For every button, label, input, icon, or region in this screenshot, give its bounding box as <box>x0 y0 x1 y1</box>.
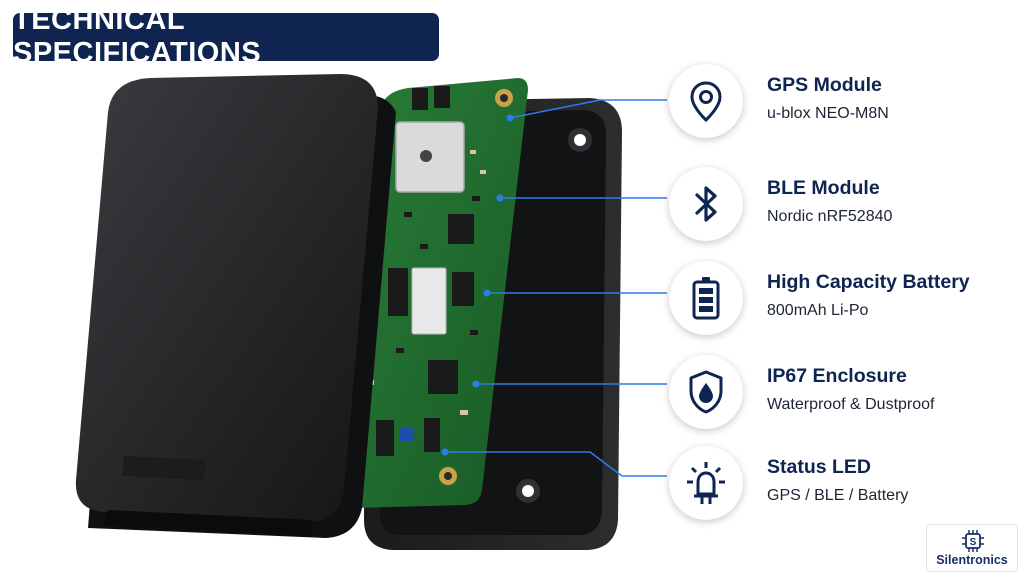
water-drop-shield-icon <box>689 370 723 414</box>
battery-icon <box>692 277 720 320</box>
spec-label: Status LED <box>767 456 872 478</box>
spec-item-led: Status LED GPS / BLE / Battery <box>669 444 1019 524</box>
brand-logo: S Silentronics <box>926 524 1018 572</box>
bluetooth-icon <box>695 186 717 222</box>
spec-icon-circle <box>669 64 743 138</box>
spec-label: High Capacity Battery <box>767 271 970 293</box>
svg-text:S: S <box>970 537 977 548</box>
spec-label: GPS Module <box>767 74 882 96</box>
spec-icon-circle <box>669 446 743 520</box>
spec-item-gps: GPS Module u-blox NEO-M8N <box>669 62 1019 142</box>
chip-logo-icon: S <box>962 530 984 552</box>
spec-value: 800mAh Li-Po <box>767 302 869 319</box>
spec-item-battery: High Capacity Battery 800mAh Li-Po <box>669 259 1019 339</box>
enclosure-lid <box>75 74 396 538</box>
brand-name: Silentronics <box>936 553 1008 567</box>
spec-label: BLE Module <box>767 177 880 199</box>
device-exploded-view <box>75 74 667 550</box>
spec-icon-circle <box>669 167 743 241</box>
location-pin-icon <box>690 81 722 123</box>
spec-value: u-blox NEO-M8N <box>767 105 889 122</box>
spec-value: GPS / BLE / Battery <box>767 487 909 504</box>
led-light-icon <box>687 462 725 504</box>
spec-label: IP67 Enclosure <box>767 365 907 387</box>
spec-icon-circle <box>669 355 743 429</box>
spec-value: Waterproof & Dustproof <box>767 396 935 413</box>
spec-icon-circle <box>669 261 743 335</box>
spec-item-enclosure: IP67 Enclosure Waterproof & Dustproof <box>669 353 1019 433</box>
connector-lines <box>441 99 667 477</box>
spec-item-ble: BLE Module Nordic nRF52840 <box>669 165 1019 245</box>
spec-value: Nordic nRF52840 <box>767 208 893 225</box>
